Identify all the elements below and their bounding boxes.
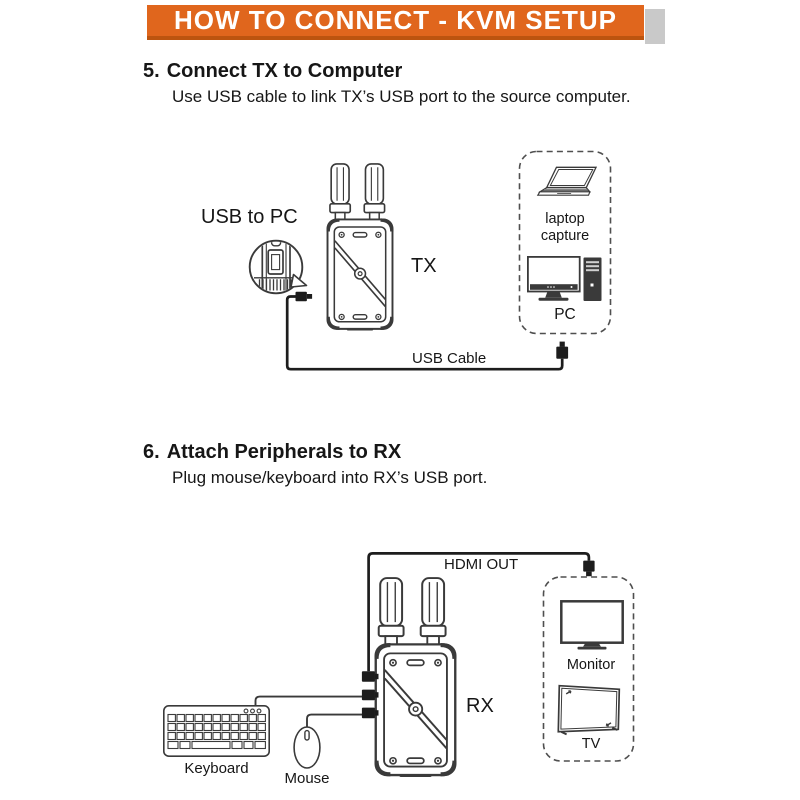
banner-title: HOW TO CONNECT - KVM SETUP [174,5,617,35]
laptop-icon [537,166,597,196]
computer-group-box [518,150,612,335]
step5-diagram [248,150,612,371]
rx-port-plug-3 [361,707,379,719]
mouse-icon [293,726,321,769]
header-banner: HOW TO CONNECT - KVM SETUP [147,5,644,40]
keyboard-cable-path [254,695,363,709]
mouse-label: Mouse [284,770,330,787]
step5-title: Connect TX to Computer [166,60,403,82]
callout-pointer [290,273,308,288]
rx-device-icon [376,578,456,777]
step6-description: Plug mouse/keyboard into RX’s USB port. [172,468,488,487]
hdmi-plug-icon [583,560,595,577]
hdmi-cable-path [367,552,591,672]
step6-title: Attach Peripherals to RX [166,441,402,463]
pc-icon [527,256,603,302]
step6-number: 6. [143,441,160,463]
usb-port-callout [248,239,308,295]
tx-label: TX [411,255,437,277]
step6-diagram [163,552,635,777]
step5-number: 5. [143,60,160,82]
step6-heading: 6. Attach Peripherals to RX [143,441,401,464]
rx-port-plug-2 [361,689,379,701]
step5-description: Use USB cable to link TX’s USB port to t… [172,87,631,106]
tv-icon [557,684,621,736]
rx-port-plug-1 [361,671,379,682]
usb-port-detail [254,241,298,293]
monitor-icon [560,600,624,650]
usb-to-pc-label: USB to PC [201,206,298,228]
tx-device-icon [328,164,393,331]
usb-plug-pc-icon [556,341,569,359]
monitor-label: Monitor [566,657,616,673]
usb-cable-path [285,295,564,371]
mouse-cable-path [306,713,363,728]
tv-label: TV [581,736,601,752]
hdmi-out-label: HDMI OUT [444,556,519,573]
rx-label: RX [466,695,494,717]
display-group-box [542,576,635,762]
pc-label: PC [554,306,576,323]
laptop-capture-label: laptop capture [540,211,590,244]
step5-heading: 5. Connect TX to Computer [143,60,402,83]
banner-shadow [645,9,665,44]
usb-cable-label: USB Cable [412,350,487,367]
keyboard-label: Keyboard [184,760,249,777]
keyboard-icon [163,705,270,757]
usb-plug-icon [295,291,313,302]
